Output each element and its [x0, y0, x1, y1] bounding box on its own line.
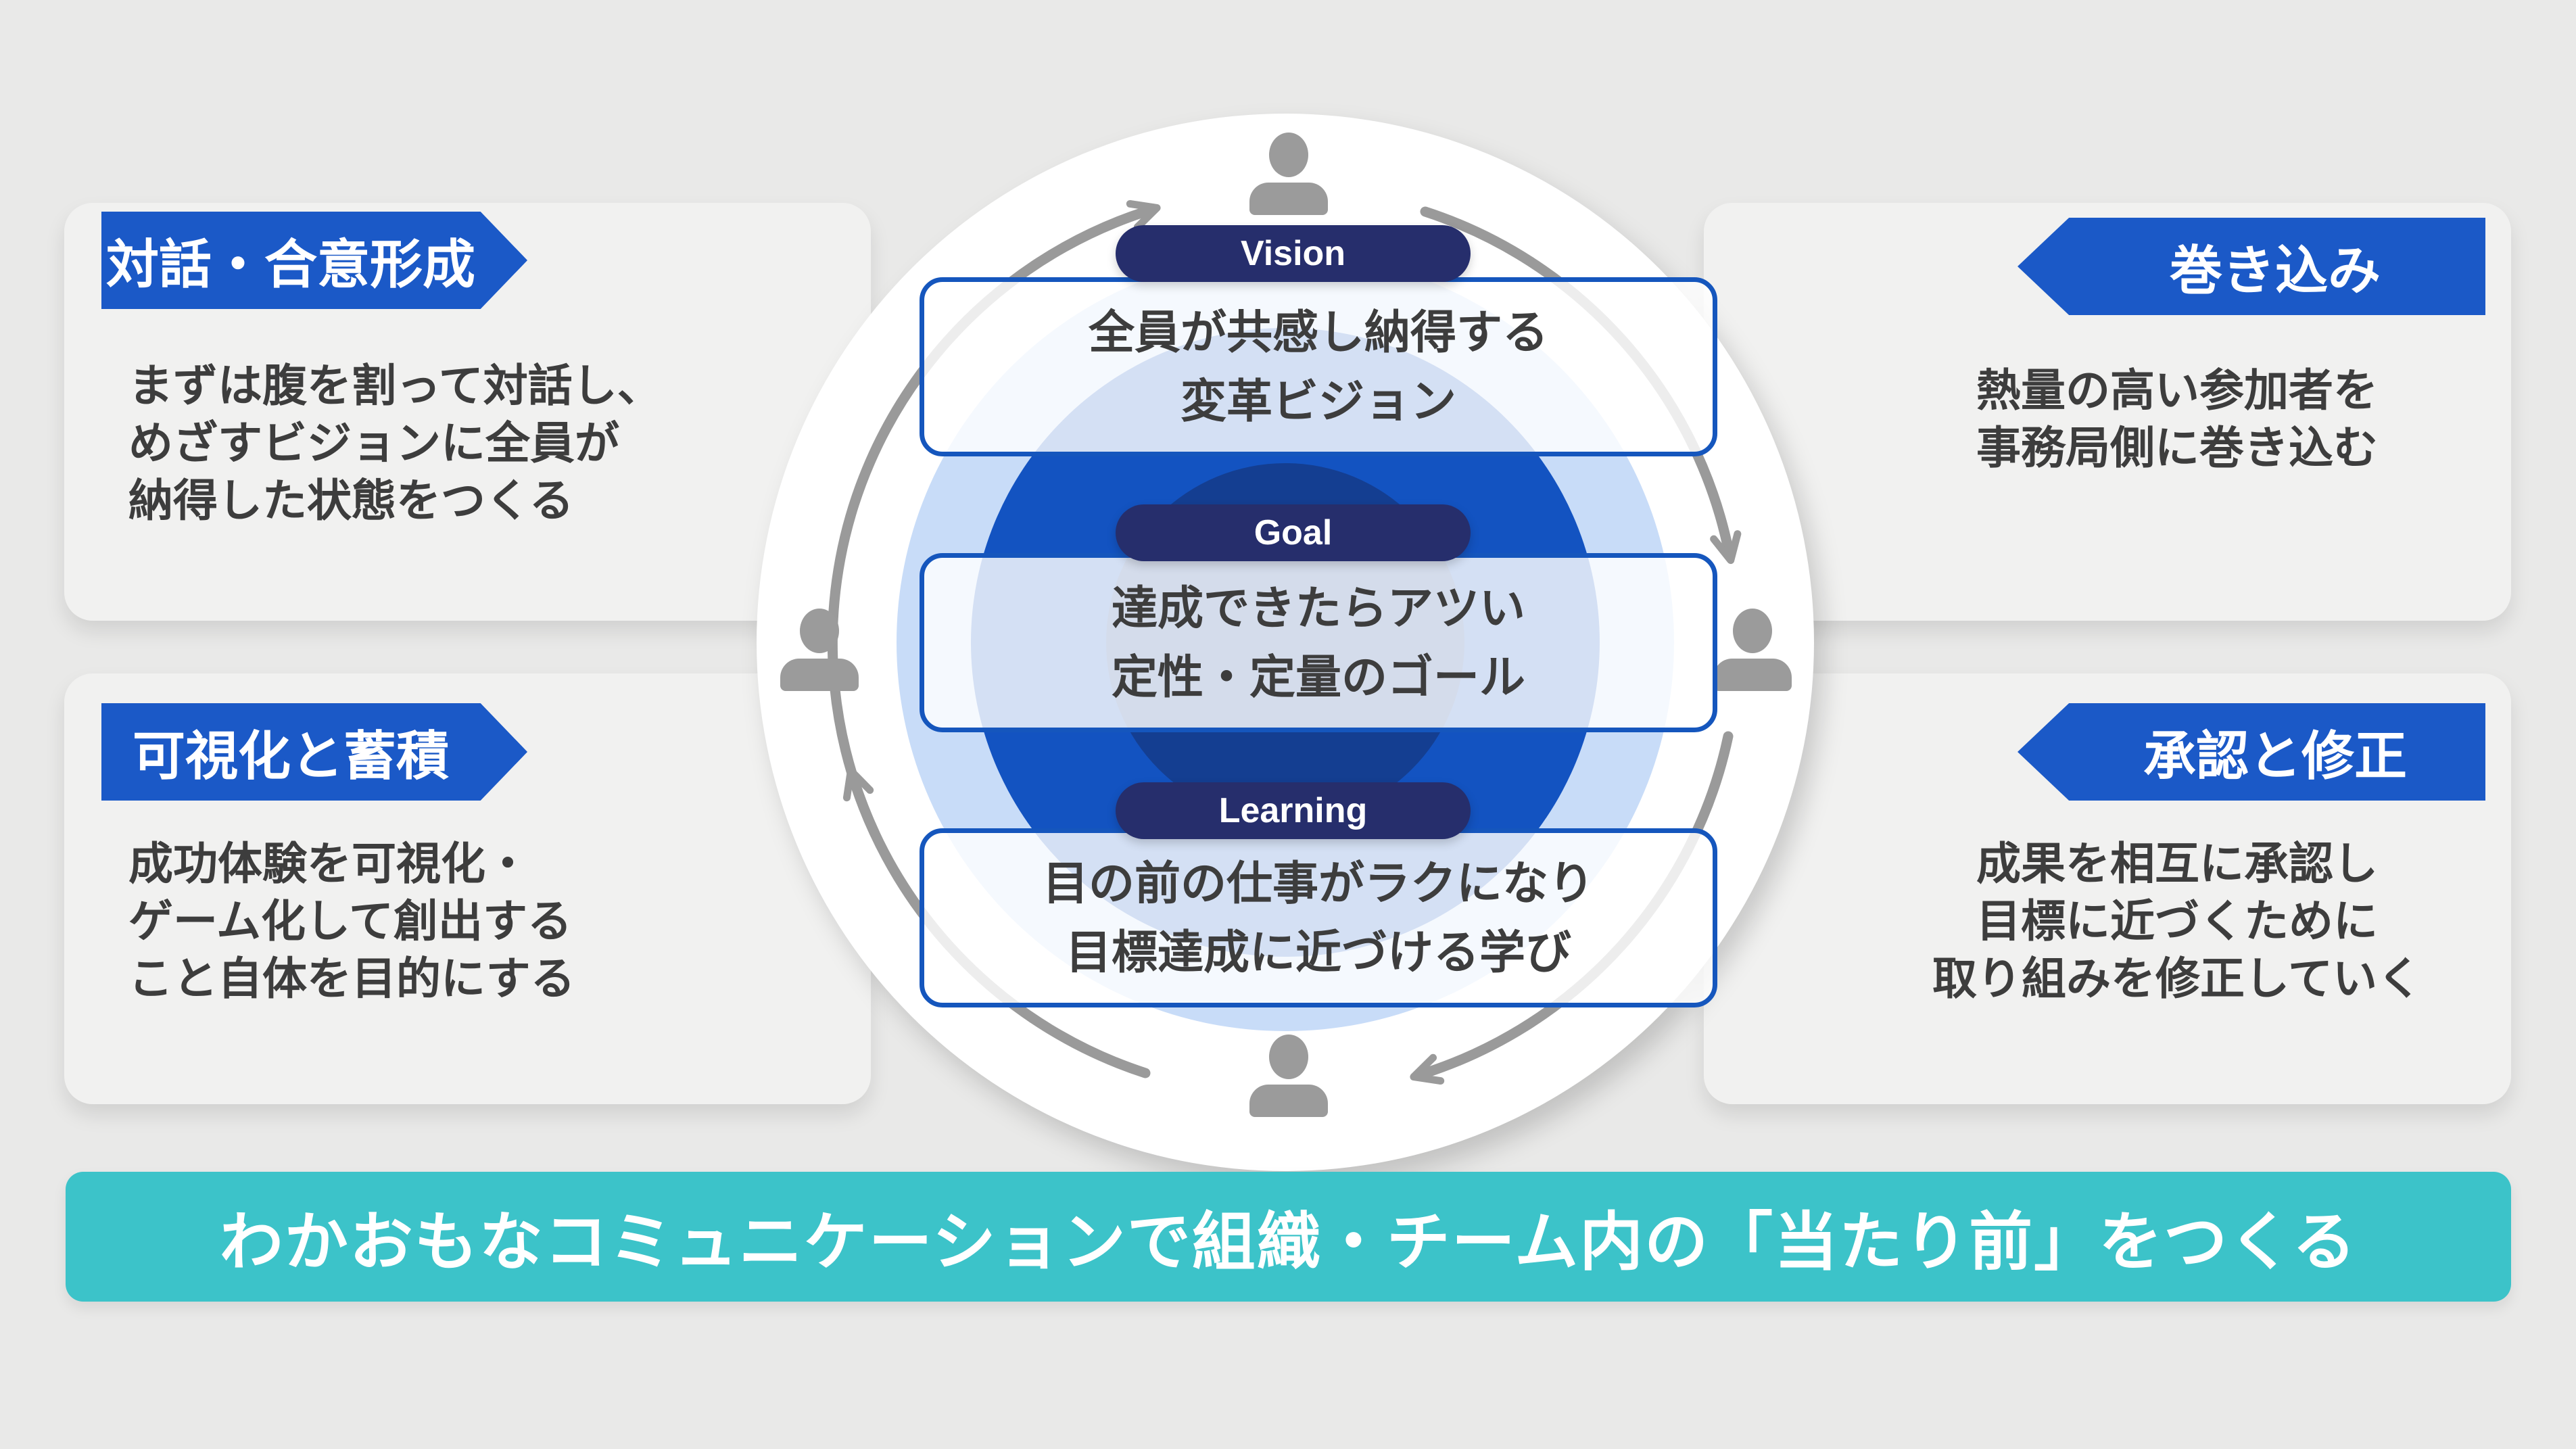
person-body-icon	[1249, 183, 1328, 215]
panel-text-line: 熱量の高い参加者を	[1976, 365, 2378, 415]
person-icon-right	[1713, 609, 1792, 691]
summary-banner: わかおもなコミュニケーションで組織・チーム内の「当たり前」をつくる	[66, 1172, 2511, 1302]
panel-text-line: ゲーム化して創出する	[128, 896, 573, 946]
panel-text-line: 成果を相互に承認し	[1976, 838, 2378, 888]
stage-text-line: 定性・定量のゴール	[1111, 651, 1525, 703]
panel-text-line: こと自体を目的にする	[128, 953, 575, 1003]
pentagon-label-involvement: 巻き込み	[2018, 218, 2485, 315]
panel-text-line: 取り組みを修正していく	[1932, 953, 2423, 1003]
pentagon-label-visualization: 可視化と蓄積	[101, 703, 527, 801]
panel-text-line: 事務局側に巻き込む	[1976, 423, 2378, 473]
stage-pill-vision: Vision	[1116, 225, 1471, 282]
panel-body-approval: 成果を相互に承認し 目標に近づくために 取り組みを修正していく	[1866, 835, 2488, 1007]
person-head-icon	[1733, 609, 1772, 653]
panel-body-involvement: 熱量の高い参加者を 事務局側に巻き込む	[1866, 362, 2488, 477]
panel-body-dialogue: まずは腹を割って対話し、 めざすビジョンに全員が 納得した状態をつくる	[128, 357, 662, 529]
panel-text-line: 目標に近づくために	[1976, 896, 2378, 946]
stage-pill-learning: Learning	[1116, 782, 1471, 839]
person-icon-left	[780, 609, 859, 691]
stage-text-line: 変革ビジョン	[1180, 375, 1456, 427]
stage-text-line: 目標達成に近づける学び	[1065, 926, 1571, 978]
stage-pill-goal: Goal	[1116, 504, 1471, 561]
person-body-icon	[1713, 659, 1792, 691]
stage-box-vision: 全員が共感し納得する 変革ビジョン	[920, 277, 1717, 456]
pentagon-label-dialogue: 対話・合意形成	[101, 212, 527, 309]
panel-text-line: 成功体験を可視化・	[128, 838, 530, 888]
panel-text-line: 納得した状態をつくる	[128, 475, 574, 525]
stage-text-line: 目の前の仕事がラクになり	[1042, 857, 1594, 909]
person-head-icon	[1269, 133, 1308, 177]
person-head-icon	[800, 609, 839, 653]
panel-text-line: まずは腹を割って対話し、	[128, 360, 662, 410]
stage-text-line: 達成できたらアツい	[1111, 582, 1525, 634]
panel-text-line: めざすビジョンに全員が	[128, 418, 619, 468]
stage-text-line: 全員が共感し納得する	[1088, 306, 1548, 358]
person-body-icon	[780, 659, 859, 691]
person-icon-top	[1249, 133, 1328, 215]
person-body-icon	[1249, 1085, 1328, 1117]
person-head-icon	[1269, 1035, 1308, 1079]
panel-body-visualization: 成功体験を可視化・ ゲーム化して創出する こと自体を目的にする	[128, 835, 575, 1007]
person-icon-bottom	[1249, 1035, 1328, 1117]
pentagon-label-approval: 承認と修正	[2018, 703, 2485, 801]
stage-box-goal: 達成できたらアツい 定性・定量のゴール	[920, 553, 1717, 732]
stage-box-learning: 目の前の仕事がラクになり 目標達成に近づける学び	[920, 828, 1717, 1007]
